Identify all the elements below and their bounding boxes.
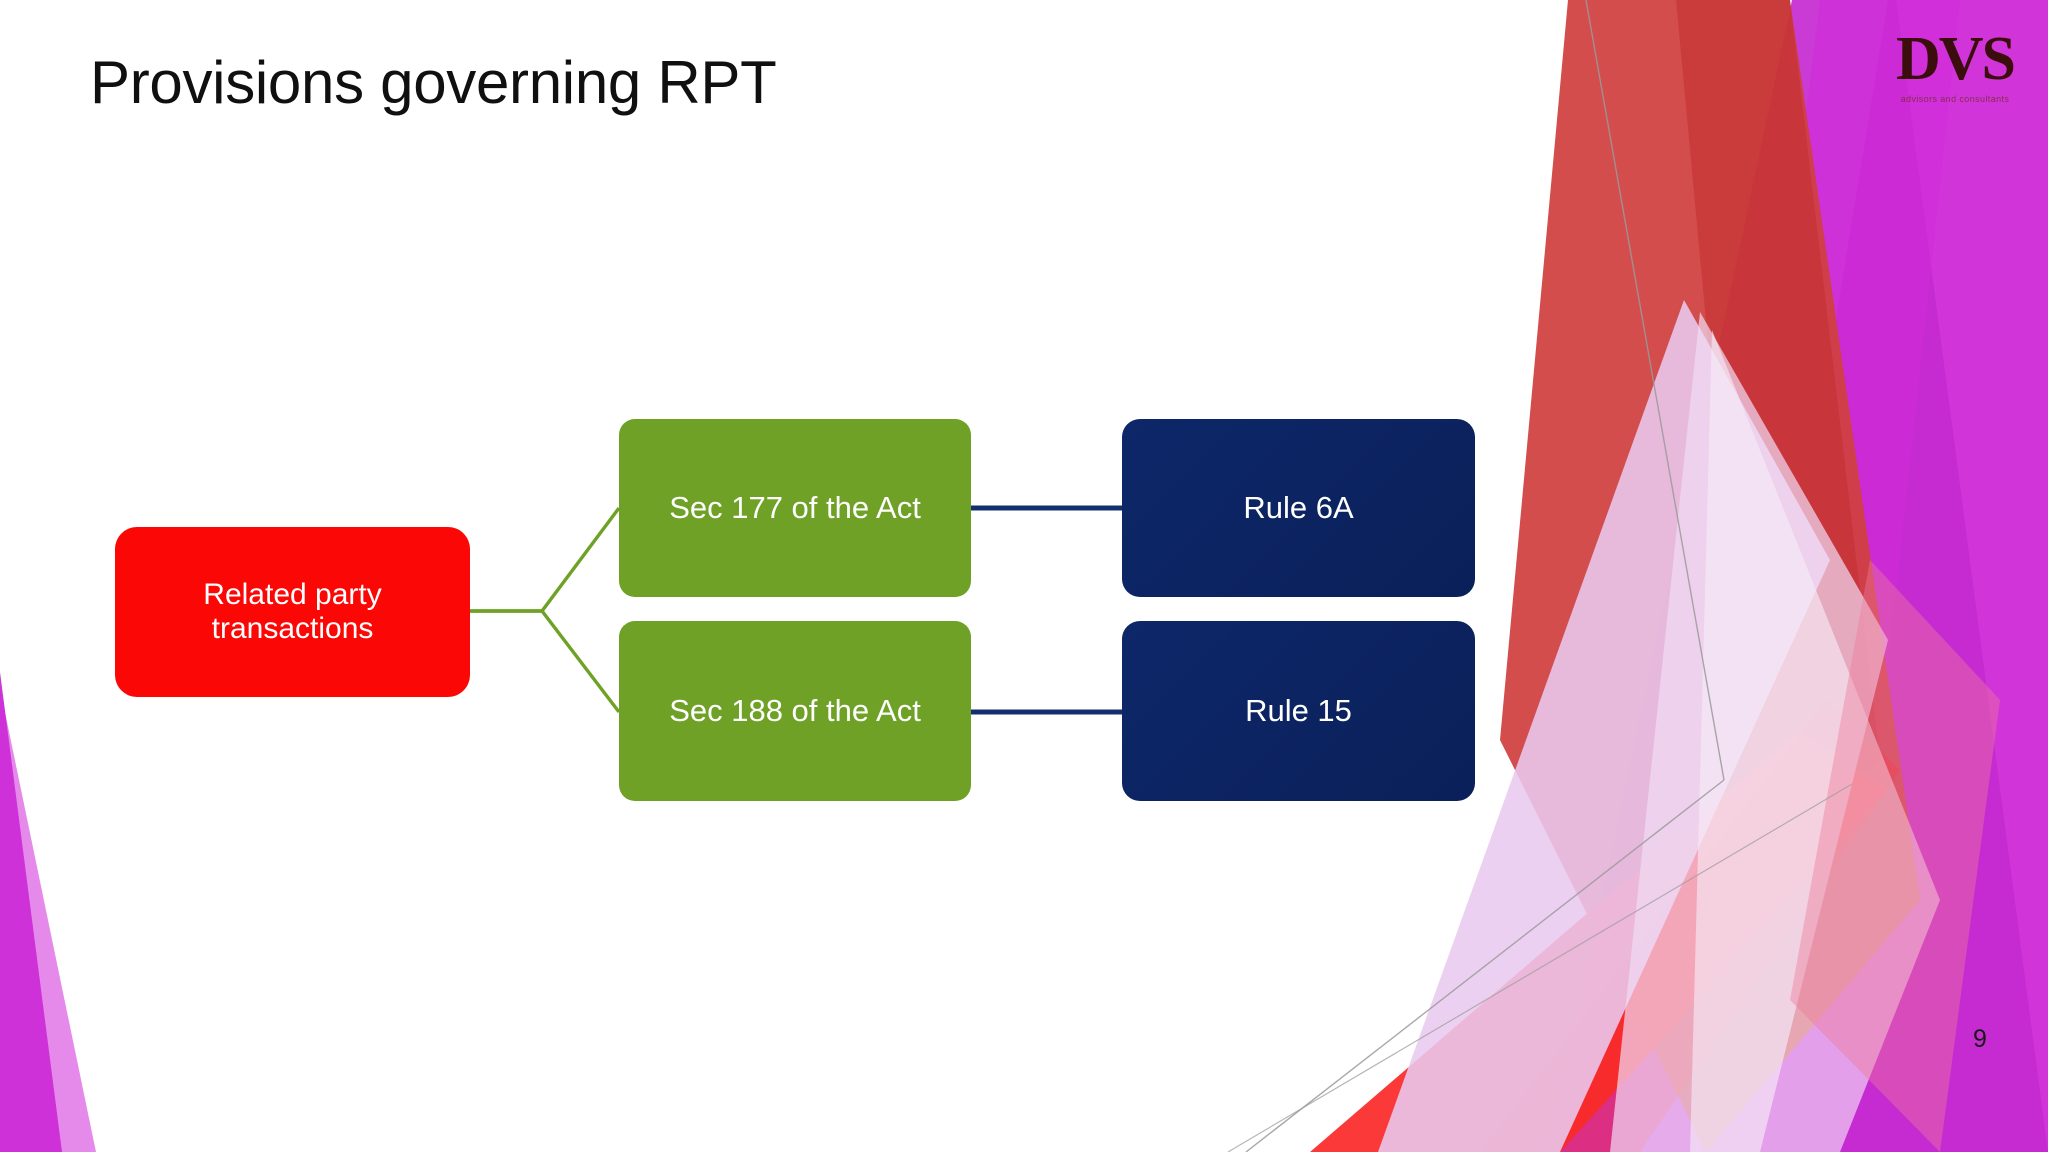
logo-tagline: advisors and consultants (1900, 94, 2010, 104)
node-label: Sec 188 of the Act (669, 693, 921, 729)
logo-wordmark: DVS (1895, 25, 2016, 93)
node-label: Related party transactions (203, 577, 382, 646)
diagram-node-sec-177[interactable]: Sec 177 of the Act (619, 419, 971, 597)
node-label: Rule 6A (1243, 490, 1354, 526)
node-label: Sec 177 of the Act (669, 490, 921, 526)
diagram-node-related-party-transactions[interactable]: Related party transactions (115, 527, 470, 697)
dvs-logo: DVS advisors and consultants (1876, 24, 2034, 116)
node-label: Rule 15 (1245, 693, 1352, 729)
diagram-node-sec-188[interactable]: Sec 188 of the Act (619, 621, 971, 801)
diagram-node-rule-6a[interactable]: Rule 6A (1122, 419, 1475, 597)
page-title: Provisions governing RPT (90, 49, 777, 116)
diagram-node-rule-15[interactable]: Rule 15 (1122, 621, 1475, 801)
slide-number: 9 (1973, 1025, 1987, 1053)
